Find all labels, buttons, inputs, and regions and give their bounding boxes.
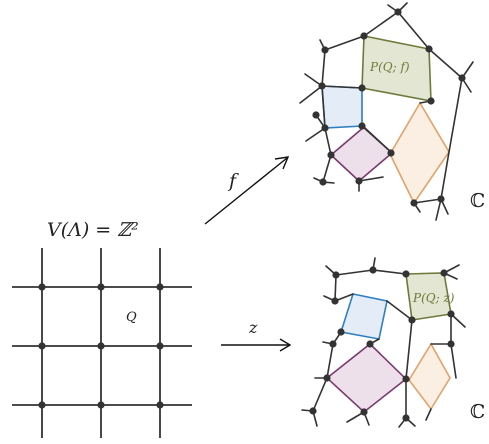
mesh-vertex [323,374,331,382]
mesh-vertex [387,149,395,157]
orange-diamond-z [408,342,451,411]
lattice-vertex [97,283,105,291]
mesh-vertex [319,178,327,186]
mesh-vertex [321,46,329,54]
blue-square-f [321,85,363,129]
mesh-vertex [402,414,410,422]
blue-square-z [339,293,388,340]
mesh-vertex [366,340,374,348]
lattice-vertex [156,401,164,409]
lattice-vertices [38,283,164,409]
mesh-vertex [358,122,366,130]
mesh-vertex [309,407,317,415]
lattice-vertex [97,342,105,350]
mesh-vertex [327,151,335,159]
mesh-vertex [312,111,320,119]
mesh-vertex [440,269,448,277]
orange-diamond-f [389,101,450,205]
mesh-vertex [402,270,410,278]
mesh-vertex [447,310,455,318]
lattice-vertex [97,401,105,409]
mesh-z: P(Q; z) [301,257,466,428]
mesh-vertex [447,340,455,348]
mesh-vertex [358,84,366,92]
lattice-vertex [156,283,164,291]
purple-diamond-z [325,342,408,414]
mesh-vertex [458,74,466,82]
lattice-vertex [156,342,164,350]
mesh-vertex [427,97,435,105]
quad-label: Q [126,310,137,325]
lattice-vertex [38,401,46,409]
mesh-vertex [321,124,329,132]
map-z-label: z [248,318,258,337]
lattice-vertex [38,342,46,350]
arrow-f [204,156,290,225]
mesh-vertex [425,45,433,53]
mesh-vertex [337,328,345,336]
complex-plane-label-top: ℂ [470,190,485,212]
square-lattice: Q [12,248,192,438]
mesh-f: P(Q; f) [299,2,474,221]
purple-diamond-f [329,125,394,183]
mesh-vertex [318,82,326,90]
polygon-p-q-z-label: P(Q; z) [412,291,455,305]
lattice-vertex [38,283,46,291]
mesh-vertex [332,271,340,279]
mesh-vertex [329,340,337,348]
mesh-vertex [408,316,416,324]
complex-plane-label-bottom: ℂ [470,401,485,423]
mesh-f-vertices [312,8,466,207]
arrow-z [221,338,292,352]
mesh-vertex [410,199,418,207]
mesh-vertex [394,8,402,16]
mesh-vertex [360,408,368,416]
mesh-vertex [355,177,363,185]
mesh-vertex [369,266,377,274]
mesh-z-vertices [309,266,455,422]
map-f-label: f [227,170,239,192]
mesh-vertex [360,32,368,40]
mesh-vertex [402,375,410,383]
mesh-vertex [437,195,445,203]
lattice-title: V(Λ) = ℤ² [47,219,139,241]
polygon-p-q-f-label: P(Q; f) [369,60,410,74]
mesh-vertex [331,297,339,305]
